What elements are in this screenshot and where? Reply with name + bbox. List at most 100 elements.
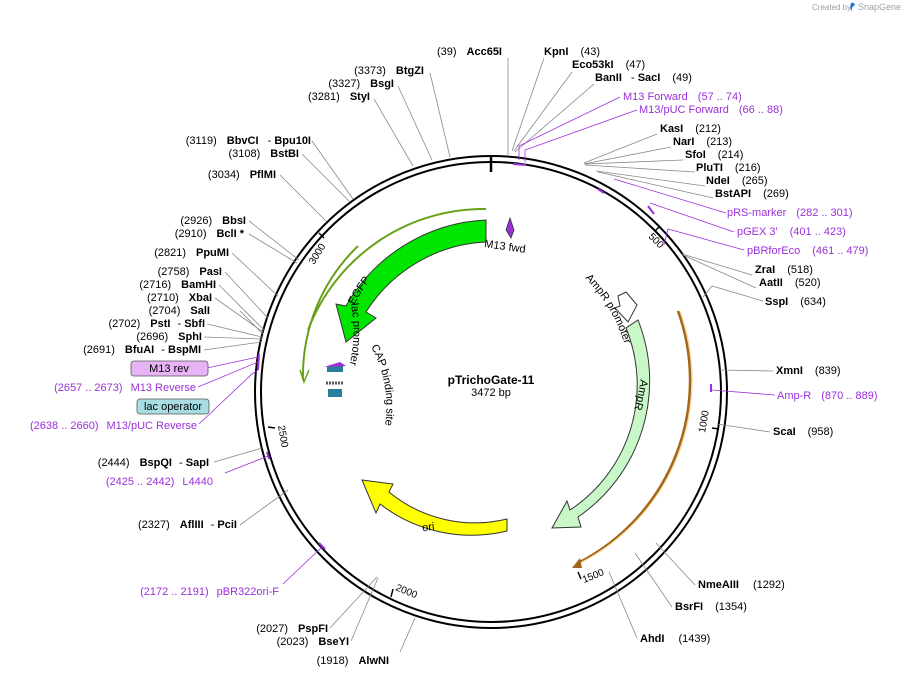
m13-fwd-label: M13 fwd (484, 238, 527, 256)
site-label[interactable]: (2444)BspQI - SapI (98, 457, 209, 469)
site-name: NmeAIII (698, 579, 739, 591)
site-label[interactable]: (3327)BsgI (328, 78, 394, 90)
plasmid-length: 3472 bp (471, 387, 511, 399)
m13-rev-badge[interactable]: M13 rev (130, 360, 209, 377)
orange-feature-arc (579, 310, 693, 564)
site-label[interactable]: (2704)SalI (149, 305, 210, 317)
features (299, 207, 693, 568)
primer-mark (266, 451, 270, 460)
site-name: BamHI (181, 279, 216, 291)
leader-line (248, 233, 298, 264)
primer-label[interactable]: Amp-R(870 .. 889) (777, 390, 878, 402)
site-label[interactable]: ScaI(958) (773, 426, 833, 438)
site-label[interactable]: (3119)BbvCI - Bpu10I (186, 135, 311, 147)
leader-line (681, 253, 753, 276)
backbone (254, 155, 728, 629)
site-label[interactable]: (2702)PstI - SbfI (108, 318, 205, 330)
site-label[interactable]: BstAPI(269) (715, 188, 789, 200)
site-pos: (49) (672, 72, 692, 84)
leader-line (595, 170, 706, 187)
site-name: BanII (595, 72, 622, 84)
site-label[interactable]: AhdI(1439) (640, 633, 710, 645)
ruler-tick: 500 (646, 231, 666, 251)
site-label[interactable]: NdeI(265) (706, 175, 768, 187)
site-pos: (1918) (317, 655, 349, 667)
primer-label[interactable]: pGEX 3'(401 .. 423) (737, 226, 846, 238)
site-label[interactable]: (2327)AflIII - PciI (138, 519, 237, 531)
site-label[interactable]: (2758)PasI (158, 266, 222, 278)
ori-arrow[interactable] (361, 479, 508, 536)
primer-label[interactable]: M13 Forward(57 .. 74) (623, 91, 742, 103)
site-label[interactable]: (2696)SphI (136, 331, 202, 343)
primer-leader (524, 109, 638, 162)
site-pos: (2704) (149, 305, 181, 317)
site-label[interactable]: BanII - SacI(49) (595, 72, 692, 84)
site-pos: (3119) (186, 135, 217, 147)
site-name: PstI (150, 318, 170, 330)
primer-leaders-left (197, 356, 323, 585)
leader-line (397, 85, 433, 161)
lac-operator-badge-text: lac operator (144, 401, 202, 413)
ori-label: ori (421, 521, 435, 535)
site-label[interactable]: (1918)AlwNI (317, 655, 389, 667)
primer-label[interactable]: (2638 .. 2660)M13/pUC Reverse (30, 420, 197, 432)
leader-line (608, 571, 638, 639)
site-label[interactable]: KpnI(43) (544, 46, 600, 58)
site-label[interactable]: (2027)PspFI (256, 623, 328, 635)
m13-fwd-arrow[interactable] (505, 216, 515, 239)
ampr-promoter-arrow[interactable] (614, 291, 638, 323)
site-name2: PciI (217, 519, 237, 531)
site-name: XmnI (776, 365, 803, 377)
site-label[interactable]: (2821)PpuMI (154, 247, 229, 259)
site-label[interactable]: (2691)BfuAI - BspMI (83, 344, 201, 356)
cap-binding-site-label: CAP binding site (368, 343, 395, 427)
primer-label[interactable]: (2172 .. 2191)pBR322ori-F (140, 586, 279, 598)
site-label[interactable]: (2710)XbaI (147, 292, 212, 304)
site-pos: (2926) (180, 215, 212, 227)
site-label[interactable]: (2910)BclI * (175, 228, 245, 240)
egfp-arrow[interactable] (335, 219, 487, 343)
site-pos: (212) (695, 123, 721, 135)
primer-range: (2657 .. 2673) (54, 382, 123, 394)
site-label[interactable]: NmeAIII(1292) (698, 579, 785, 591)
site-label[interactable]: SfoI(214) (685, 149, 743, 161)
primer-label[interactable]: (2425 .. 2442)L4440 (106, 476, 213, 488)
primer-range: (461 .. 479) (812, 245, 868, 257)
site-label[interactable]: BsrFI(1354) (675, 601, 747, 613)
ampr-arrow[interactable] (551, 319, 651, 529)
primer-label[interactable]: M13/pUC Forward(66 .. 88) (639, 104, 783, 116)
site-name: PluTI (696, 162, 723, 174)
site-label[interactable]: ZraI(518) (755, 264, 813, 276)
site-label[interactable]: (3281)StyI (308, 91, 370, 103)
site-label[interactable]: (39)Acc65I (437, 46, 502, 58)
primer-label[interactable]: pBRforEco(461 .. 479) (747, 245, 868, 257)
site-name: AflIII (180, 519, 204, 531)
lac-operator-badge[interactable]: lac operator (136, 398, 210, 415)
site-label[interactable]: (2926)BbsI (180, 215, 246, 227)
ruler-tick: 1000 (697, 409, 712, 433)
leader-line (655, 542, 696, 586)
primer-range: (870 .. 889) (821, 390, 877, 402)
site-label[interactable]: (3034)PflMI (208, 169, 276, 181)
site-label[interactable]: PluTI(216) (696, 162, 761, 174)
site-pos: (634) (800, 296, 826, 308)
site-label[interactable]: (3373)BtgZI (354, 65, 424, 77)
site-label[interactable]: XmnI(839) (776, 365, 841, 377)
site-label[interactable]: Eco53kI(47) (572, 59, 645, 71)
site-label[interactable]: (3108)BstBI (228, 148, 299, 160)
primer-leader (197, 361, 259, 388)
lac-promoter-label: lac promoter (347, 302, 363, 367)
primer-leaders-right (518, 96, 776, 396)
site-label[interactable]: AatII(520) (759, 277, 821, 289)
site-name2: BspMI (168, 344, 201, 356)
egfp-outline-arc (299, 369, 310, 385)
site-label[interactable]: NarI(213) (673, 136, 732, 148)
snapgene-credit: Created by SnapGene (812, 2, 901, 12)
primer-label[interactable]: (2657 .. 2673)M13 Reverse (54, 382, 196, 394)
site-label[interactable]: (2023)BseYI (277, 636, 349, 648)
site-label[interactable]: (2716)BamHI (139, 279, 216, 291)
site-label[interactable]: SspI(634) (765, 296, 826, 308)
site-label[interactable]: KasI(212) (660, 123, 721, 135)
leader-line (203, 341, 262, 351)
primer-label[interactable]: pRS-marker(282 .. 301) (727, 207, 853, 219)
